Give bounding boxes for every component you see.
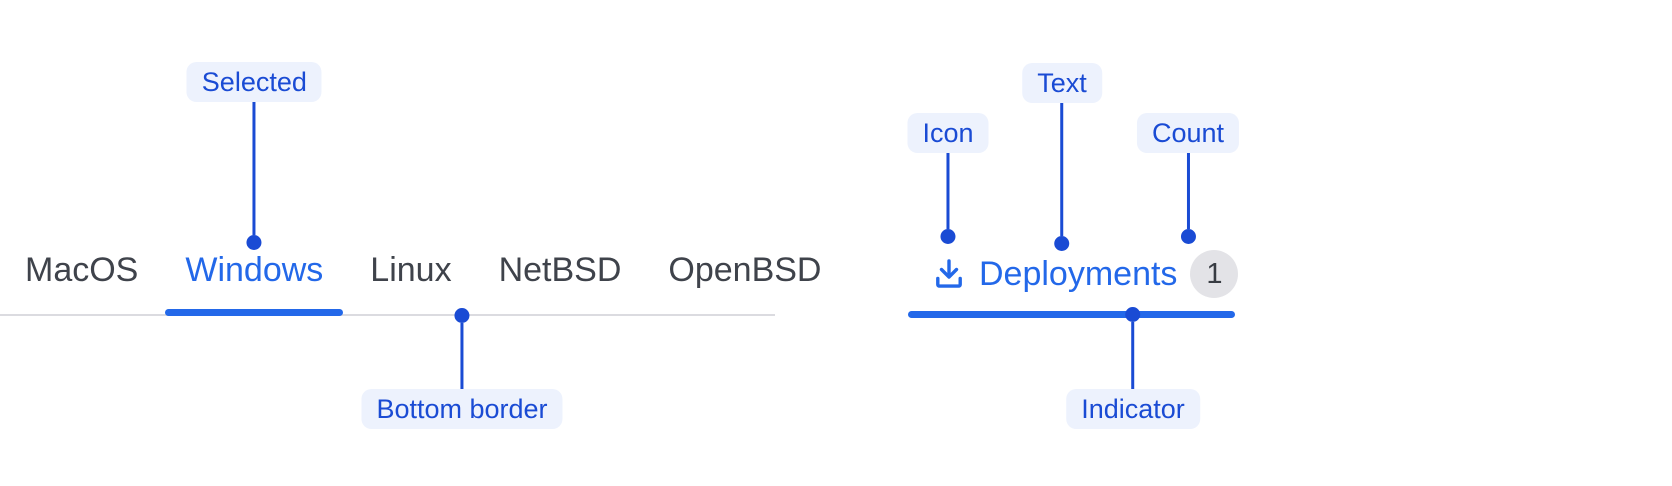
tab-deployments-count-badge: 1	[1190, 250, 1239, 298]
annotation-bottom-border: Bottom border	[361, 308, 563, 429]
annotation-selected: Selected	[186, 62, 322, 250]
tab-linux[interactable]: Linux	[370, 251, 452, 289]
annotation-bottom-border-dot	[454, 308, 470, 323]
annotation-text-dot	[1054, 236, 1070, 251]
tabbar-bottom-border	[0, 314, 775, 316]
annotation-indicator: Indicator	[1066, 307, 1200, 429]
tab-windows[interactable]: Windows Selected	[165, 62, 344, 316]
annotation-selected-label: Selected	[186, 62, 322, 102]
annotation-indicator-dot	[1125, 307, 1141, 322]
annotation-icon-label: Icon	[907, 113, 989, 153]
tab-netbsd[interactable]: NetBSD	[498, 251, 622, 289]
annotation-count: Count	[1136, 113, 1240, 244]
annotation-bottom-border-line	[460, 323, 464, 389]
tab-openbsd[interactable]: OpenBSD	[668, 251, 822, 289]
annotation-indicator-label: Indicator	[1066, 389, 1200, 429]
annotation-text-label: Text	[1022, 63, 1102, 103]
annotation-icon: Icon	[907, 113, 989, 244]
annotation-count-dot	[1180, 229, 1196, 244]
annotation-icon-dot	[940, 229, 956, 244]
tab-windows-selected-underline	[165, 309, 344, 316]
annotation-indicator-line	[1131, 322, 1135, 389]
tab-deployments[interactable]: Deployments 1	[932, 250, 1239, 298]
annotation-selected-dot	[246, 235, 262, 250]
tab-macos[interactable]: MacOS	[25, 251, 139, 289]
annotation-icon-line	[946, 153, 950, 229]
annotation-count-line	[1186, 153, 1190, 229]
os-tab-bar: MacOS Windows Selected Linux NetBSD Open…	[25, 62, 822, 316]
annotation-bottom-border-label: Bottom border	[361, 389, 563, 429]
tab-deployments-indicator	[908, 311, 1235, 318]
annotation-selected-line	[252, 102, 256, 235]
annotation-text: Text	[1022, 63, 1102, 251]
annotation-count-label: Count	[1136, 113, 1240, 153]
tab-windows-label: Windows	[185, 251, 324, 289]
tab-deployments-label: Deployments	[979, 255, 1178, 293]
annotation-text-line	[1060, 103, 1064, 236]
download-icon	[936, 259, 962, 288]
